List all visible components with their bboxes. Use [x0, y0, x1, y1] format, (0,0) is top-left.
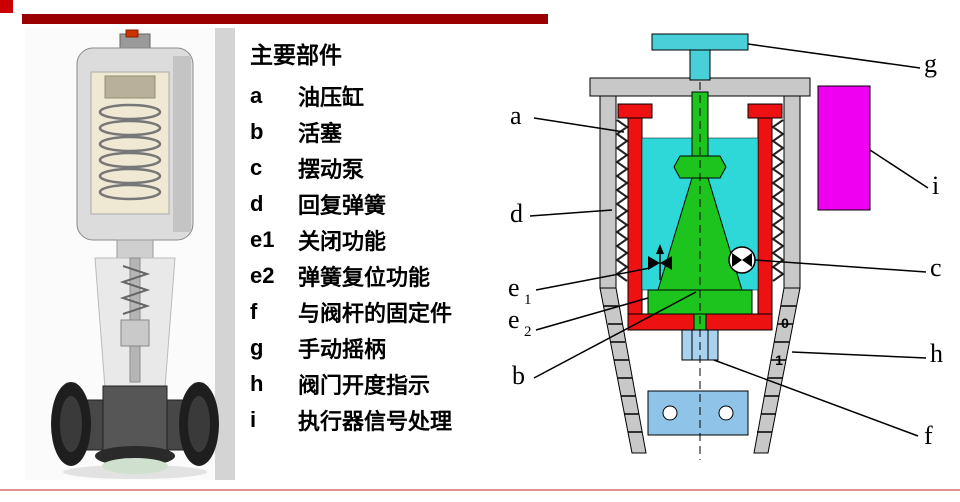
part-row: c 摆动泵	[250, 150, 500, 186]
valve-stem	[94, 239, 176, 389]
diagram-label-e2-subscript: 2	[524, 324, 532, 340]
part-label: 阀门开度指示	[298, 373, 431, 398]
bracket-hole-left	[662, 405, 678, 421]
part-row: g 手动摇柄	[250, 330, 500, 366]
part-row: e1 关闭功能	[250, 222, 500, 258]
label-line-e1	[535, 267, 651, 291]
diagram-label-c: c	[930, 253, 942, 282]
part-row: a 油压缸	[250, 78, 500, 114]
part-key: e1	[250, 227, 275, 252]
mounting-bracket	[647, 390, 749, 436]
corner-accent-square	[0, 0, 13, 13]
diagram-label-a: a	[510, 101, 522, 130]
part-label: 手动摇柄	[298, 337, 387, 362]
scale-right-leg	[753, 287, 801, 454]
label-line-e2	[535, 297, 649, 331]
oil-cylinder-wall-right	[757, 117, 773, 315]
gasket-disc	[102, 458, 168, 474]
part-key: f	[250, 299, 258, 324]
part-label: 执行器信号处理	[298, 409, 453, 434]
part-row: e2 弹簧复位功能	[250, 258, 500, 294]
return-spring-left	[615, 119, 629, 282]
scale-ticks-left	[604, 305, 642, 433]
photo-right-strip	[215, 28, 235, 480]
title-bar	[22, 14, 548, 24]
housing-wall-right	[783, 95, 801, 289]
part-label: 弹簧复位功能	[298, 265, 431, 290]
diagram-label-e1-subscript: 1	[524, 292, 532, 308]
signal-processor-box	[817, 85, 871, 211]
scale-mark-1: 1	[775, 352, 783, 368]
oil-cylinder-flange-left	[617, 103, 653, 119]
part-key: c	[250, 155, 263, 180]
label-line-f	[713, 359, 919, 437]
label-line-g	[747, 43, 921, 69]
part-key: g	[250, 335, 264, 360]
label-line-d	[529, 209, 613, 217]
part-row: d 回复弹簧	[250, 186, 500, 222]
part-key: a	[250, 83, 263, 108]
actuator-schematic: 0 1	[508, 33, 943, 460]
label-line-b	[533, 291, 697, 379]
part-row: b 活塞	[250, 114, 500, 150]
part-key: b	[250, 119, 264, 144]
actuator-photo	[25, 28, 235, 480]
parts-list: 主要部件 a 油压缸 b 活塞 c 摆动泵 d 回复弹簧 e1 关闭功能 e2 …	[250, 40, 500, 438]
diagram-label-d: d	[510, 199, 523, 228]
bottom-divider	[0, 489, 960, 491]
housing-wall-left	[599, 95, 617, 289]
part-row: f 与阀杆的固定件	[250, 294, 500, 330]
actuator-housing	[76, 29, 194, 241]
part-key: e2	[250, 263, 275, 288]
diagram-label-h: h	[930, 339, 943, 368]
diagram-label-f: f	[924, 421, 933, 450]
part-label: 回复弹簧	[298, 193, 387, 218]
swing-pump-symbol	[728, 246, 756, 274]
label-line-c	[754, 259, 927, 273]
diagram-label-b: b	[512, 361, 525, 390]
label-line-h	[791, 351, 927, 359]
part-label: 关闭功能	[298, 229, 387, 254]
diagram-label-g: g	[924, 49, 937, 78]
bracket-hole-right	[718, 405, 734, 421]
parts-list-title: 主要部件	[250, 42, 342, 68]
part-key: d	[250, 191, 264, 216]
actuator-diagram: 0 1	[500, 28, 960, 478]
valve-body	[51, 382, 219, 474]
part-label: 摆动泵	[298, 157, 365, 182]
part-label: 油压缸	[298, 85, 365, 110]
closing-valve-symbol	[648, 244, 672, 280]
pipe-flange-right-bore	[188, 396, 210, 452]
scale-ticks-right	[757, 305, 796, 433]
scale-mark-0: 0	[781, 315, 789, 331]
manual-handle	[651, 33, 749, 81]
actuator-photo-illustration	[25, 28, 235, 480]
pipe-flange-left-bore	[60, 396, 82, 452]
scale-left-leg	[599, 287, 647, 454]
diagram-label-e1: e	[508, 273, 520, 302]
motor-block	[104, 75, 156, 99]
stem-coupling	[120, 319, 150, 347]
part-key: i	[250, 407, 257, 432]
part-key: h	[250, 371, 264, 396]
diagram-label-i: i	[932, 171, 939, 200]
part-label: 与阀杆的固定件	[298, 301, 453, 326]
label-line-a	[533, 117, 625, 133]
stem-spring	[119, 265, 151, 315]
oil-cylinder-flange-right	[747, 103, 783, 119]
actuator-spring	[98, 103, 162, 201]
part-row: i 执行器信号处理	[250, 402, 500, 438]
scale-legs: 0 1	[599, 287, 801, 454]
part-label: 活塞	[298, 121, 343, 146]
oil-cylinder-wall-left	[627, 117, 643, 315]
part-row: h 阀门开度指示	[250, 366, 500, 402]
label-line-i	[869, 149, 929, 189]
return-spring-right	[771, 119, 785, 282]
diagram-label-e2: e	[508, 305, 520, 334]
label-lines	[529, 43, 929, 437]
